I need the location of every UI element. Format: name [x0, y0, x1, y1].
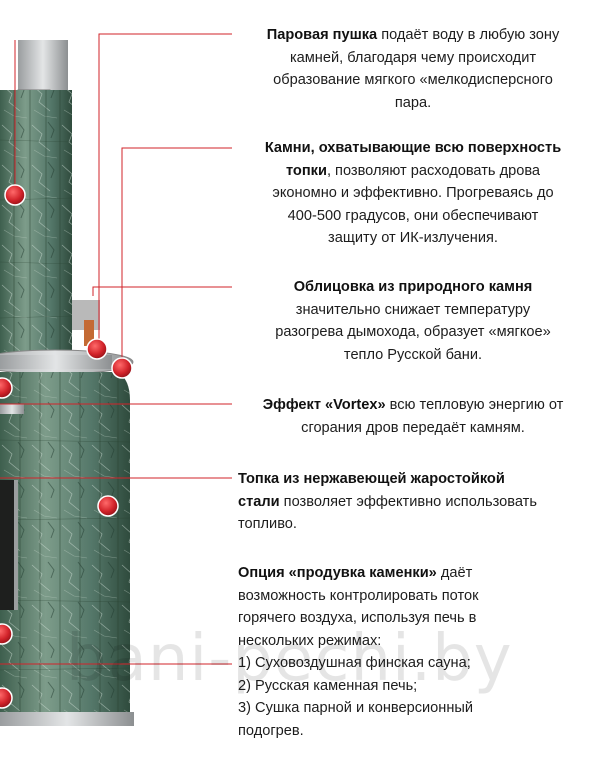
callout-line-cladding-top: [98, 33, 232, 349]
marker-dot: [86, 338, 108, 360]
feature-text-line: защиту от ИК-излучения.: [328, 230, 498, 246]
feature-stones: Камни, охватывающие всю поверхность топк…: [238, 137, 588, 250]
marker-dot: [111, 357, 133, 379]
marker-dot: [0, 687, 13, 709]
feature-text-line: 1) Суховоздушная финская сауна;: [238, 655, 471, 671]
feature-text-line: 400-500 градусов, они обеспечивают: [287, 207, 539, 224]
stove-base: [0, 712, 134, 726]
feature-text-line: нескольких режимах:: [238, 632, 382, 649]
feature-title: Паровая пушка: [266, 27, 378, 43]
feature-text-line: разогрева дымохода, образует «мягкое»: [275, 324, 551, 340]
feature-text-line: горячего воздуха, используя печь в: [238, 610, 477, 626]
feature-title: стали: [238, 493, 280, 510]
feature-text-line: тепло Русской бани.: [343, 346, 483, 363]
feature-text-line: образование мягкого «мелкодисперсного: [273, 72, 553, 88]
feature-title: Топка из нержавеющей жаростойкой: [238, 471, 505, 487]
feature-firebox: Топка из нержавеющей жаростойкой стали п…: [238, 468, 588, 536]
feature-text-line: экономно и эффективно. Прогреваясь до: [272, 185, 554, 201]
feature-vortex: Эффект «Vortex» всю тепловую энергию от …: [238, 394, 588, 439]
feature-title: Опция «продувка каменки»: [238, 565, 437, 581]
feature-title: топки: [285, 162, 327, 179]
feature-title: Облицовка из природного камня: [293, 279, 533, 295]
feature-blowing-option: Опция «продувка каменки» даёт возможност…: [238, 562, 588, 742]
marker-dot: [4, 184, 26, 206]
feature-text-line: топливо.: [238, 516, 297, 532]
feature-cladding: Облицовка из природного камня значительн…: [238, 276, 588, 366]
marker-dot: [97, 495, 119, 517]
callout-line-stones: [121, 147, 232, 368]
feature-text-line: значительно снижает температуру: [295, 301, 531, 318]
feature-text-line: 2) Русская каменная печь;: [238, 677, 418, 694]
watermark: bani-pechi.by: [66, 622, 513, 696]
marker-dot: [0, 623, 13, 645]
feature-text-line: возможность контролировать поток: [238, 587, 479, 604]
feature-title: Камни, охватывающие всю поверхность: [264, 140, 562, 156]
feature-title: Эффект «Vortex»: [262, 397, 386, 413]
feature-text-line: пара.: [394, 94, 432, 111]
chimney-pipe: [18, 40, 68, 95]
feature-text-line: 3) Сушка парной и конверсионный: [238, 700, 474, 716]
feature-text-line: подогрев.: [238, 722, 304, 739]
feature-text-line: камней, благодаря чему происходит: [289, 49, 537, 66]
firebox-door: [0, 480, 14, 610]
marker-dot: [0, 377, 13, 399]
feature-text-line: сгорания дров передаёт камням.: [301, 419, 525, 436]
feature-steam-gun: Паровая пушка подаёт воду в любую зону к…: [238, 24, 588, 114]
callout-line-cladding: [92, 286, 232, 296]
